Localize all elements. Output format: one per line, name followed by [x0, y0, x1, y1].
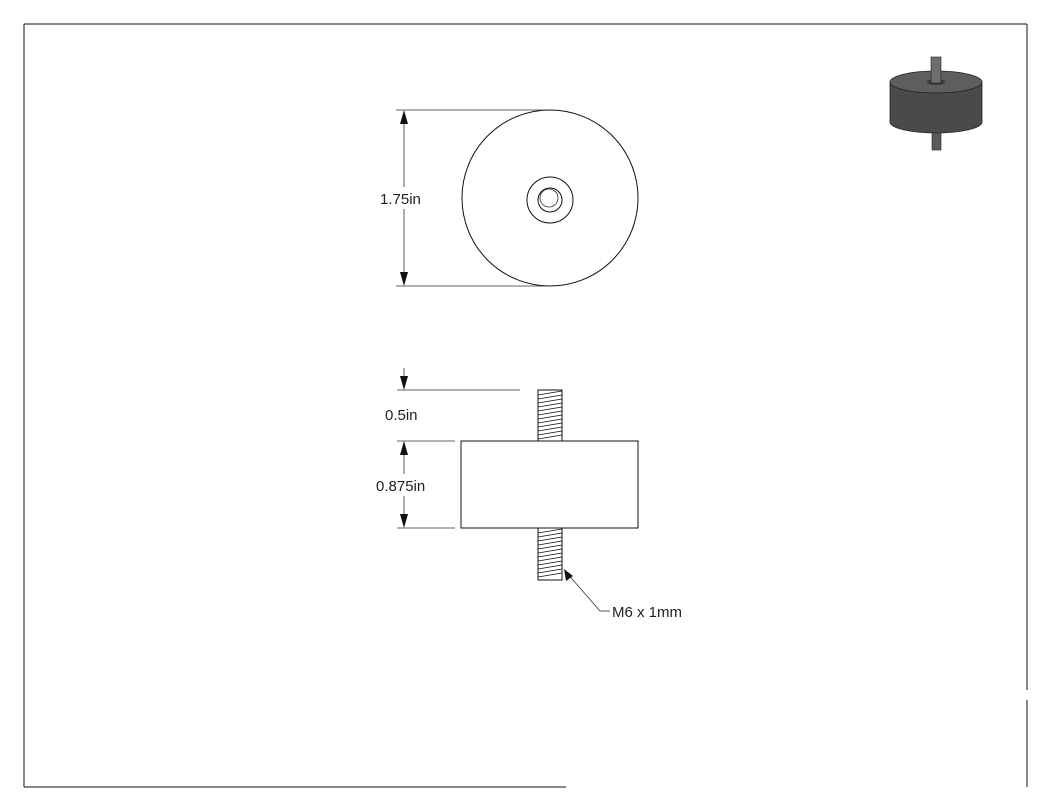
thread-line — [537, 568, 563, 574]
thread-line — [537, 390, 563, 396]
thread-line — [537, 532, 563, 538]
thread-line — [537, 430, 563, 436]
thread-line — [537, 394, 563, 400]
thread-line — [537, 552, 563, 558]
diameter-label: 1.75in — [380, 191, 421, 208]
sheet-border — [23, 23, 1028, 788]
body-height-label: 0.875in — [376, 478, 425, 495]
thread-line — [537, 564, 563, 570]
thread-line — [537, 398, 563, 404]
thread-line — [537, 434, 563, 440]
thread-line — [537, 572, 563, 578]
thread-line — [537, 560, 563, 566]
thread-line — [537, 528, 563, 534]
top-view — [461, 109, 639, 287]
mount-hole-inner — [537, 187, 563, 213]
thread-line — [537, 536, 563, 542]
isometric-view — [889, 56, 983, 151]
thread-line — [537, 540, 563, 546]
iso-body-side — [889, 81, 983, 134]
thread-line — [537, 410, 563, 416]
top-stud — [537, 389, 563, 442]
thread-line — [537, 406, 563, 412]
stud-length-dimension: 0.5in — [385, 368, 520, 424]
thread-line — [537, 414, 563, 420]
thread-line — [537, 556, 563, 562]
thread-line — [537, 544, 563, 550]
thread-callout: M6 x 1mm — [564, 569, 682, 621]
mount-outer-circle — [461, 109, 639, 287]
stud-length-label: 0.5in — [385, 407, 418, 424]
thread-label: M6 x 1mm — [612, 604, 682, 621]
diameter-dimension: 1.75in — [375, 109, 548, 287]
front-view — [460, 389, 639, 581]
thread-line — [537, 548, 563, 554]
thread-line — [537, 418, 563, 424]
thread-line — [537, 426, 563, 432]
body-height-dimension: 0.875in — [372, 440, 455, 529]
thread-line — [537, 402, 563, 408]
mount-hole-outer — [526, 176, 574, 224]
mount-hole-core — [539, 188, 559, 208]
bottom-stud — [537, 527, 563, 581]
thread-line — [537, 422, 563, 428]
mount-body — [460, 440, 639, 529]
